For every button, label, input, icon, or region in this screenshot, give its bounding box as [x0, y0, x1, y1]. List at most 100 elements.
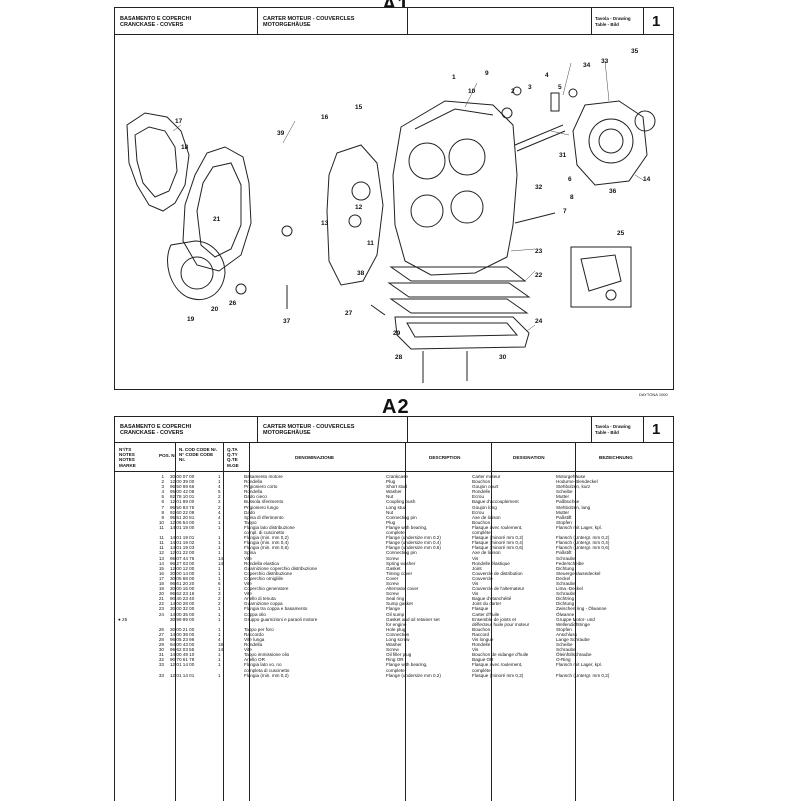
table-cell-de: Stehbolzen, lang — [556, 504, 591, 510]
a2-drawing-label-1: Tavola - Drawing — [595, 424, 631, 429]
table-cell-de: Hodurne-Blendeckel — [556, 479, 598, 485]
table-cell-qty: 4 — [218, 484, 221, 490]
table-cell-en: Crankcase — [386, 474, 408, 479]
a2-drawing-label-2: Table - Bild — [595, 430, 619, 435]
table-cell-de: Deckel — [556, 575, 571, 581]
table-cell-qty: 1 — [218, 657, 221, 663]
table-cell-code: 12 00 12 00 — [170, 565, 195, 571]
table-cell-fr: Ecrou — [472, 509, 485, 515]
a1-drawing-label-2: Table - Bild — [595, 22, 619, 27]
a1-title-en: CRANCKASE - COVERS — [120, 22, 184, 28]
table-cell-fig: ● 25 — [118, 616, 128, 622]
table-cell-fr: Raccord — [472, 631, 490, 637]
table-cell-qty: 1 — [218, 631, 221, 637]
table-cell-qty: 4 — [218, 509, 221, 515]
table-cell-pos: 1 — [161, 474, 164, 479]
table-cell-code: 92 60 22 08 — [170, 509, 195, 515]
table-cell-it: completa di cuscinetto — [244, 667, 290, 673]
table-cell-code: 14 01 19 03 — [170, 545, 195, 551]
table-cell-pos: 8 — [161, 509, 164, 515]
table-cell-qty: 2 — [218, 504, 221, 510]
table-cell-en: Flange (undersize mm 0.2) — [386, 535, 441, 541]
table-cell-fr: Vis longue — [472, 637, 494, 642]
table-cell-de: Zwischen ring - Ölwanne — [556, 606, 607, 612]
table-cell-en: Gasket and oil retainer set — [386, 616, 440, 622]
table-cell-fr: Flasque (minoré mm 0,2) — [472, 672, 524, 678]
table-cell-en: complete — [386, 530, 405, 536]
table-cell-code: 96 50 83 75 — [170, 504, 195, 510]
table-cell-fr: Axe de liaison — [472, 514, 501, 520]
table-cell-fr: déflecteur huile pour moteur — [472, 621, 530, 627]
callout: 33 — [601, 58, 609, 65]
table-cell-en: Timing cover — [386, 570, 413, 576]
table-cell-qty: 1 — [218, 570, 221, 576]
col-header-code: N. COD CODE Nr. N° CODE CODE Nr. — [179, 447, 218, 463]
table-cell-en: Gasket — [386, 565, 401, 571]
table-cell-pos: 20 — [158, 591, 164, 597]
callout: 5 — [558, 84, 562, 91]
table-cell-fr: complète — [472, 667, 491, 673]
table-cell-code: 12 06 54 00 — [170, 519, 195, 525]
table-cell-pos: 23 — [158, 606, 164, 612]
table-cell-fr: Bague d'étanchéité — [472, 596, 512, 602]
table-cell-it: Flangia (min. mm 0,6) — [244, 545, 289, 551]
table-cell-qty: 2 — [218, 596, 221, 602]
table-cell-fr: Joint du carter — [472, 601, 502, 607]
table-cell-qty: 5 — [218, 489, 221, 495]
table-cell-en: Flange (undersize mm 0.2) — [386, 672, 441, 678]
table-cell-de: Lima.-Deckel — [556, 586, 583, 592]
table-cell-de: Scheibe — [556, 489, 573, 495]
table-cell-code: 14 00 38 00 — [170, 631, 195, 637]
table-cell-en: Sump gasket — [386, 601, 413, 607]
table-cell-fig — [118, 673, 148, 678]
table-cell-pos: 26 — [158, 626, 164, 632]
table-cell-it: Basamento motore — [244, 474, 283, 479]
table-cell-code: 30 00 15 00 — [170, 586, 195, 592]
col-header-en: DESCRIPTION — [429, 455, 461, 460]
sheet-a2: BASAMENTO E COPERCHI CRANCKASE - COVERS … — [114, 416, 674, 801]
table-cell-fr: Rondelle — [472, 489, 491, 495]
table-cell-fr: Couvercle de distribution — [472, 570, 523, 576]
table-cell-code: 12 01 14 00 — [170, 662, 195, 668]
callout: 20 — [211, 306, 219, 313]
table-cell-de: Dichtung — [556, 565, 575, 571]
table-cell-qty: 14 — [218, 647, 224, 653]
callout: 30 — [499, 354, 507, 361]
table-cell-code: 90 70 61 78 — [170, 657, 195, 663]
table-cell-fr: Carter moteur — [472, 474, 501, 479]
table-cell-pos: 13 — [158, 555, 164, 561]
table-cell-it: Flangia (min. mm 0,4) — [244, 540, 289, 546]
callout: 3 — [528, 84, 532, 91]
table-cell-en: Screw — [386, 591, 399, 597]
table-cell-en: Plug — [386, 479, 396, 485]
table-cell-pos: 6 — [161, 499, 164, 505]
table-cell-code: 14 01 19 00 — [170, 524, 195, 530]
table-cell-pos: 24 — [158, 611, 164, 617]
table-cell-de: Steuergehäusedeckel — [556, 570, 601, 576]
col-header-pos: POS. N — [159, 453, 175, 458]
table-cell-it: Flangia (min. mm 0,2) — [244, 535, 289, 541]
callout: 13 — [321, 220, 329, 227]
table-cell-en: Long screw — [386, 637, 410, 642]
sheet-a2-label: A2 — [382, 396, 410, 418]
table-cell-code: 30 00 14 00 — [170, 570, 195, 576]
callout: 21 — [213, 216, 221, 223]
table-cell-code: 95 51 20 81 — [170, 514, 195, 520]
callout: 1 — [452, 74, 456, 81]
table-cell-de: Ölwanne — [556, 611, 575, 617]
table-cell-de: O-Ring — [556, 657, 571, 663]
